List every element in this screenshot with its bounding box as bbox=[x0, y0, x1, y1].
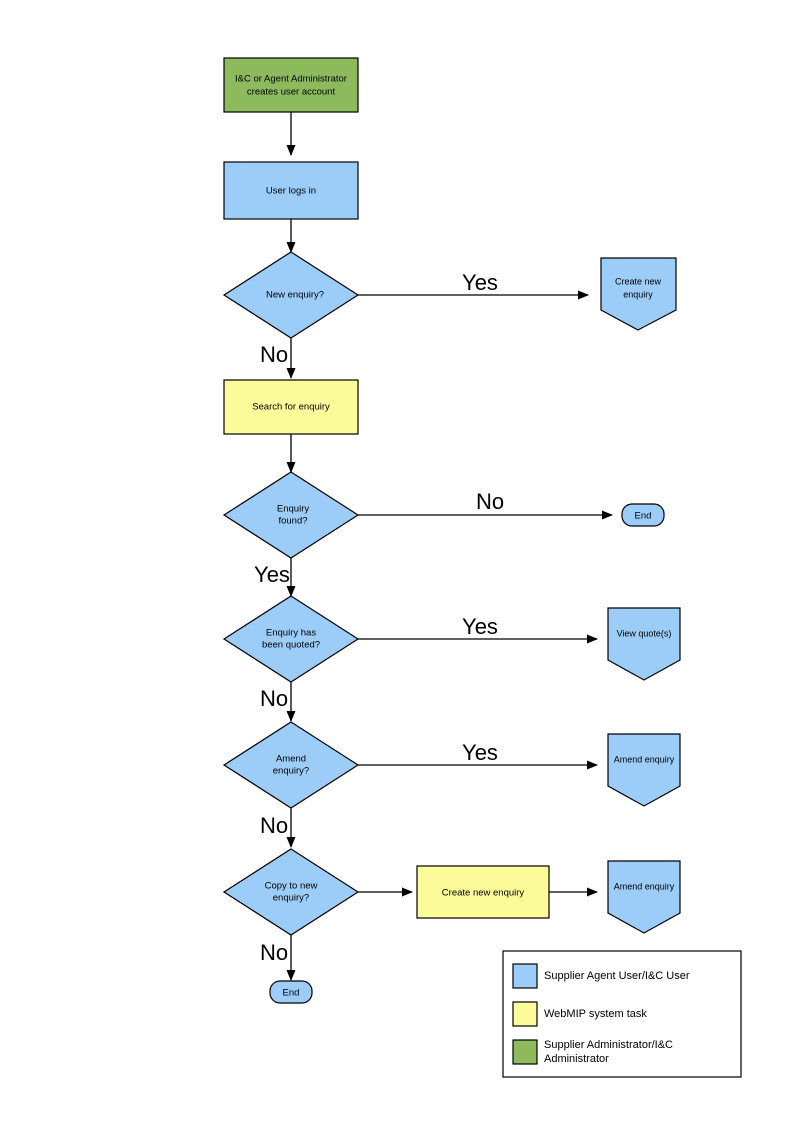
legend-item-system-task: WebMIP system task bbox=[512, 1001, 647, 1027]
create-new-enquiry-top-shape[interactable] bbox=[600, 257, 677, 331]
admin-creates-account-label-line2: creates user account bbox=[247, 87, 336, 98]
connectors bbox=[286, 112, 613, 981]
legend-swatch-administrator bbox=[512, 1039, 538, 1065]
amend-enquiry-decision-label-line1: Amend bbox=[276, 754, 306, 765]
legend-item-actor-user: Supplier Agent User/I&C User bbox=[512, 963, 690, 989]
enquiry-quoted-decision-label-line1: Enquiry has bbox=[266, 628, 316, 639]
legend-label-system-task: WebMIP system task bbox=[544, 1008, 647, 1020]
edge-labels: Yes No No Yes Yes No Yes No No bbox=[254, 270, 504, 965]
user-logs-in-shape[interactable] bbox=[223, 161, 359, 220]
enquiry-found-decision-shape[interactable] bbox=[222, 471, 360, 559]
node-create-new-enquiry-top[interactable]: Create new enquiry bbox=[600, 257, 677, 331]
edge-label-amend-enquiry-no: No bbox=[260, 813, 288, 838]
edge-label-enquiry-quoted-no: No bbox=[260, 686, 288, 711]
legend-swatch-system-task bbox=[512, 1001, 538, 1027]
search-for-enquiry-shape[interactable] bbox=[223, 379, 359, 435]
edge-label-enquiry-quoted-yes: Yes bbox=[462, 614, 498, 639]
node-copy-to-new-enquiry-decision[interactable]: Copy to new enquiry? bbox=[222, 848, 360, 936]
node-enquiry-quoted-decision[interactable]: Enquiry has been quoted? bbox=[222, 595, 360, 683]
end-final-label: End bbox=[283, 988, 300, 999]
amend-enquiry-decision-shape[interactable] bbox=[222, 721, 360, 809]
amend-enquiry-action-shape[interactable] bbox=[607, 733, 681, 807]
admin-creates-account-label-line1: I&C or Agent Administrator bbox=[235, 74, 347, 85]
amend-enquiry-action-label: Amend enquiry bbox=[614, 754, 675, 764]
copy-to-new-enquiry-decision-label-line1: Copy to new bbox=[265, 881, 318, 892]
edge-label-enquiry-found-yes: Yes bbox=[254, 562, 290, 587]
node-end-not-found[interactable]: End bbox=[621, 503, 665, 527]
user-logs-in-label: User logs in bbox=[266, 186, 316, 197]
amend-enquiry-copy-shape[interactable] bbox=[607, 860, 681, 934]
edge-label-copy-to-new-no: No bbox=[260, 940, 288, 965]
legend-swatch-actor-user bbox=[512, 963, 538, 989]
new-enquiry-decision-label: New enquiry? bbox=[266, 290, 324, 301]
create-new-enquiry-top-label-line2: enquiry bbox=[623, 289, 653, 299]
end-not-found-shape[interactable] bbox=[621, 503, 665, 527]
legend-container bbox=[502, 950, 742, 1078]
node-create-new-enquiry-task[interactable]: Create new enquiry bbox=[416, 865, 550, 919]
create-new-enquiry-task-shape[interactable] bbox=[416, 865, 550, 919]
legend-label-administrator-line2: Administrator bbox=[544, 1053, 609, 1065]
legend-item-administrator: Supplier Administrator/I&C Administrator bbox=[512, 1039, 673, 1065]
enquiry-found-decision-label-line2: found? bbox=[278, 516, 307, 527]
create-new-enquiry-top-label-line1: Create new bbox=[615, 276, 662, 286]
admin-creates-account-shape[interactable] bbox=[223, 57, 359, 113]
legend-label-actor-user: Supplier Agent User/I&C User bbox=[544, 970, 690, 982]
node-end-final[interactable]: End bbox=[269, 980, 313, 1004]
copy-to-new-enquiry-decision-label-line2: enquiry? bbox=[273, 893, 309, 904]
amend-enquiry-decision-label-line2: enquiry? bbox=[273, 766, 309, 777]
amend-enquiry-copy-label: Amend enquiry bbox=[614, 881, 675, 891]
copy-to-new-enquiry-decision-shape[interactable] bbox=[222, 848, 360, 936]
node-view-quotes[interactable]: View quote(s) bbox=[607, 607, 681, 681]
legend-label-administrator-line1: Supplier Administrator/I&C bbox=[544, 1039, 673, 1051]
enquiry-found-decision-label-line1: Enquiry bbox=[277, 504, 309, 515]
legend: Supplier Agent User/I&C User WebMIP syst… bbox=[502, 950, 742, 1078]
edge-label-amend-enquiry-yes: Yes bbox=[462, 740, 498, 765]
enquiry-quoted-decision-shape[interactable] bbox=[222, 595, 360, 683]
create-new-enquiry-task-label: Create new enquiry bbox=[442, 888, 525, 899]
view-quotes-label: View quote(s) bbox=[617, 628, 672, 638]
node-new-enquiry-decision[interactable]: New enquiry? bbox=[222, 251, 360, 339]
node-amend-enquiry-action[interactable]: Amend enquiry bbox=[607, 733, 681, 807]
node-amend-enquiry-decision[interactable]: Amend enquiry? bbox=[222, 721, 360, 809]
edge-label-enquiry-found-no: No bbox=[476, 489, 504, 514]
end-final-shape[interactable] bbox=[269, 980, 313, 1004]
end-not-found-label: End bbox=[635, 511, 652, 522]
view-quotes-shape[interactable] bbox=[607, 607, 681, 681]
edge-label-new-enquiry-no: No bbox=[260, 342, 288, 367]
node-enquiry-found-decision[interactable]: Enquiry found? bbox=[222, 471, 360, 559]
node-admin-creates-account[interactable]: I&C or Agent Administrator creates user … bbox=[223, 57, 359, 113]
node-search-for-enquiry[interactable]: Search for enquiry bbox=[223, 379, 359, 435]
new-enquiry-decision-shape[interactable] bbox=[222, 251, 360, 339]
edge-label-new-enquiry-yes: Yes bbox=[462, 270, 498, 295]
node-amend-enquiry-copy[interactable]: Amend enquiry bbox=[607, 860, 681, 934]
enquiry-quoted-decision-label-line2: been quoted? bbox=[262, 640, 320, 651]
node-user-logs-in[interactable]: User logs in bbox=[223, 161, 359, 220]
search-for-enquiry-label: Search for enquiry bbox=[252, 402, 330, 413]
